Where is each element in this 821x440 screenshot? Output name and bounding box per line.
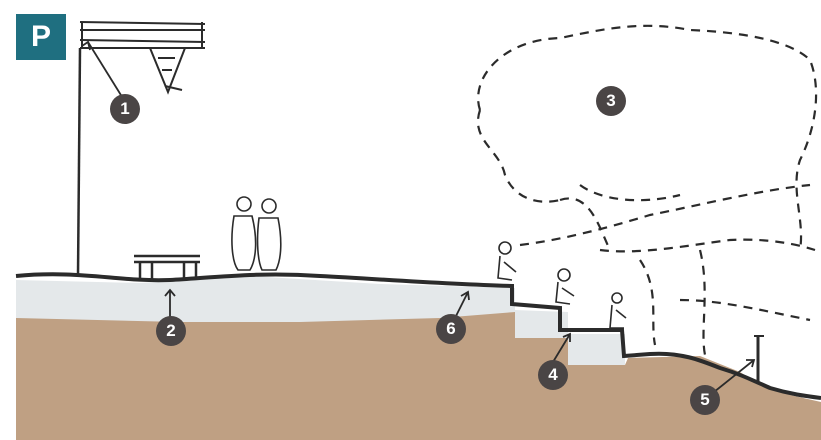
callout-6: 6 (436, 314, 466, 344)
callout-1: 1 (110, 94, 140, 124)
callout-4: 4 (538, 360, 568, 390)
gantry-structure-icon (78, 22, 205, 275)
callout-3: 3 (596, 86, 626, 116)
callout-5: 5 (690, 385, 720, 415)
callout-2: 2 (156, 316, 186, 346)
soil-mass (16, 312, 821, 440)
panel-badge: P (16, 14, 66, 60)
standing-figures-icon (232, 197, 281, 270)
bollard-icon (754, 336, 764, 382)
leader-1 (88, 42, 124, 100)
